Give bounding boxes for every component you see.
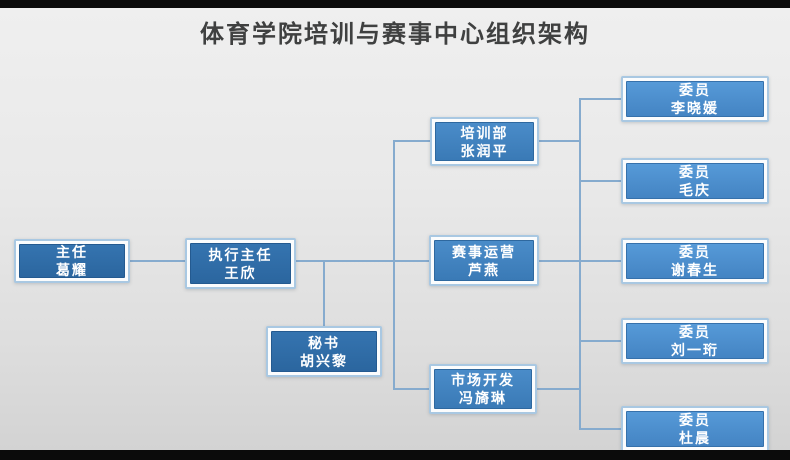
node-name: 芦燕 [468, 261, 500, 278]
node-name: 刘一珩 [671, 342, 719, 358]
org-node-executive: 执行主任 王欣 [185, 238, 296, 289]
connector-training-trunk [539, 140, 580, 142]
connector-director-executive [130, 260, 185, 262]
connector-events-trunk [539, 260, 580, 262]
org-node-member-1: 委员 李晓媛 [621, 76, 769, 122]
node-name: 葛耀 [56, 262, 88, 278]
org-node-director: 主任 葛耀 [14, 239, 130, 283]
connector-to-member-3 [579, 260, 621, 262]
org-node-member-4: 委员 刘一珩 [621, 318, 769, 364]
node-name: 毛庆 [679, 182, 711, 198]
node-role: 委员 [679, 164, 711, 180]
node-role: 委员 [679, 244, 711, 260]
connector-to-training [393, 140, 430, 142]
node-name: 胡兴黎 [300, 352, 348, 369]
connector-to-member-5 [579, 428, 621, 430]
node-role: 执行主任 [208, 246, 273, 263]
connector-to-member-2 [579, 180, 621, 182]
node-role: 培训部 [460, 124, 509, 141]
connector-trunk-departments [393, 140, 395, 389]
node-name: 冯旖琳 [459, 390, 507, 406]
node-role: 秘书 [308, 334, 340, 351]
org-node-member-2: 委员 毛庆 [621, 158, 769, 204]
org-node-dept-market: 市场开发 冯旖琳 [429, 364, 537, 414]
chart-title: 体育学院培训与赛事中心组织架构 [200, 21, 590, 48]
node-name: 杜晨 [679, 430, 711, 446]
node-name: 王欣 [224, 264, 257, 281]
node-role: 委员 [679, 82, 711, 98]
node-name: 张润平 [460, 142, 509, 159]
letterbox-top-bar [0, 0, 790, 8]
org-node-member-3: 委员 谢春生 [621, 238, 769, 284]
org-node-member-5: 委员 杜晨 [621, 406, 769, 452]
connector-executive-secretary [323, 260, 325, 326]
org-node-dept-events: 赛事运营 芦燕 [429, 235, 539, 286]
connector-to-market [393, 388, 429, 390]
org-chart-canvas: 体育学院培训与赛事中心组织架构 主任 葛耀 执行主任 王欣 [0, 8, 790, 452]
node-name: 谢春生 [671, 262, 719, 278]
connector-executive-row [296, 260, 429, 262]
connector-to-member-4 [579, 340, 621, 342]
org-node-secretary: 秘书 胡兴黎 [266, 326, 382, 377]
connector-trunk-members [579, 98, 581, 430]
node-role: 主任 [56, 244, 88, 260]
node-role: 委员 [679, 324, 711, 340]
node-role: 赛事运营 [452, 243, 516, 260]
node-role: 市场开发 [451, 372, 515, 388]
connector-to-member-1 [579, 98, 621, 100]
org-node-dept-training: 培训部 张润平 [430, 117, 539, 166]
node-name: 李晓媛 [671, 100, 719, 116]
connector-market-trunk [537, 388, 580, 390]
node-role: 委员 [679, 412, 711, 428]
letterbox-bottom-bar [0, 450, 790, 460]
